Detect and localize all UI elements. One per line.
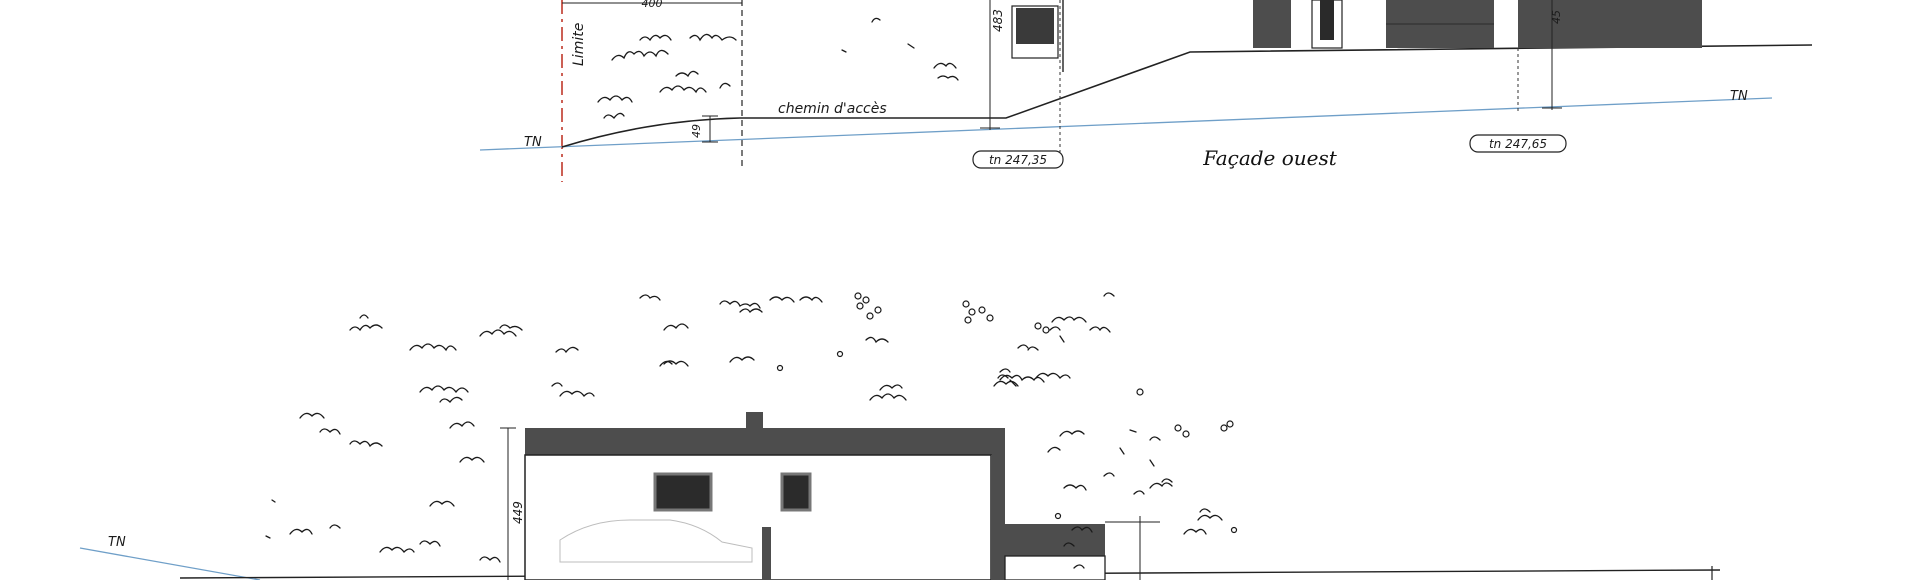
entrance-door-dark xyxy=(1253,0,1291,48)
chimney xyxy=(746,412,763,428)
level-tag-right xyxy=(1469,134,1567,153)
limit-label: Limite xyxy=(571,23,587,66)
entrance-door-glass xyxy=(1320,0,1334,40)
lower-elevation: TN 449 xyxy=(79,292,1721,580)
level-tag-right-text: tn 247,65 xyxy=(1489,137,1547,151)
door-post xyxy=(762,527,771,580)
natural-ground-line-lower xyxy=(79,547,261,580)
dimension-height-house-label: 483 xyxy=(991,9,1005,32)
dimension-height-right-label: 45 xyxy=(1550,10,1563,24)
vegetation-lower xyxy=(265,292,1223,569)
upper-elevation: Limite 400 TN TN chemin d'accès 49 483 xyxy=(479,0,1813,182)
car-outline xyxy=(559,519,753,563)
window-left xyxy=(653,472,713,512)
dimension-width-label: 400 xyxy=(642,0,663,10)
access-path-profile xyxy=(561,44,1813,148)
tn-label-left: TN xyxy=(524,135,542,150)
path-label: chemin d'accès xyxy=(778,101,887,117)
vegetation-circles xyxy=(776,292,1238,534)
tn-label-right: TN xyxy=(1730,89,1748,104)
house-wall xyxy=(524,454,992,580)
elevation-title: Façade ouest xyxy=(1202,146,1338,170)
tn-label-lower: TN xyxy=(108,535,126,550)
level-tag-left-text: tn 247,35 xyxy=(989,153,1047,167)
annex-roof xyxy=(1005,524,1105,556)
house-right-wall-dark xyxy=(991,455,1005,580)
level-tag-left xyxy=(972,150,1064,169)
annex-wall xyxy=(1004,555,1106,580)
natural-ground-line xyxy=(479,97,1773,151)
vegetation-upper xyxy=(597,17,959,119)
window-right xyxy=(780,472,812,512)
house-roof-band xyxy=(525,428,1005,455)
side-wall-dark xyxy=(1518,0,1702,48)
dimension-height-left-label: 49 xyxy=(690,124,703,138)
garage-door-panel xyxy=(1016,8,1054,44)
dimension-height-lower-label: 449 xyxy=(511,501,525,524)
